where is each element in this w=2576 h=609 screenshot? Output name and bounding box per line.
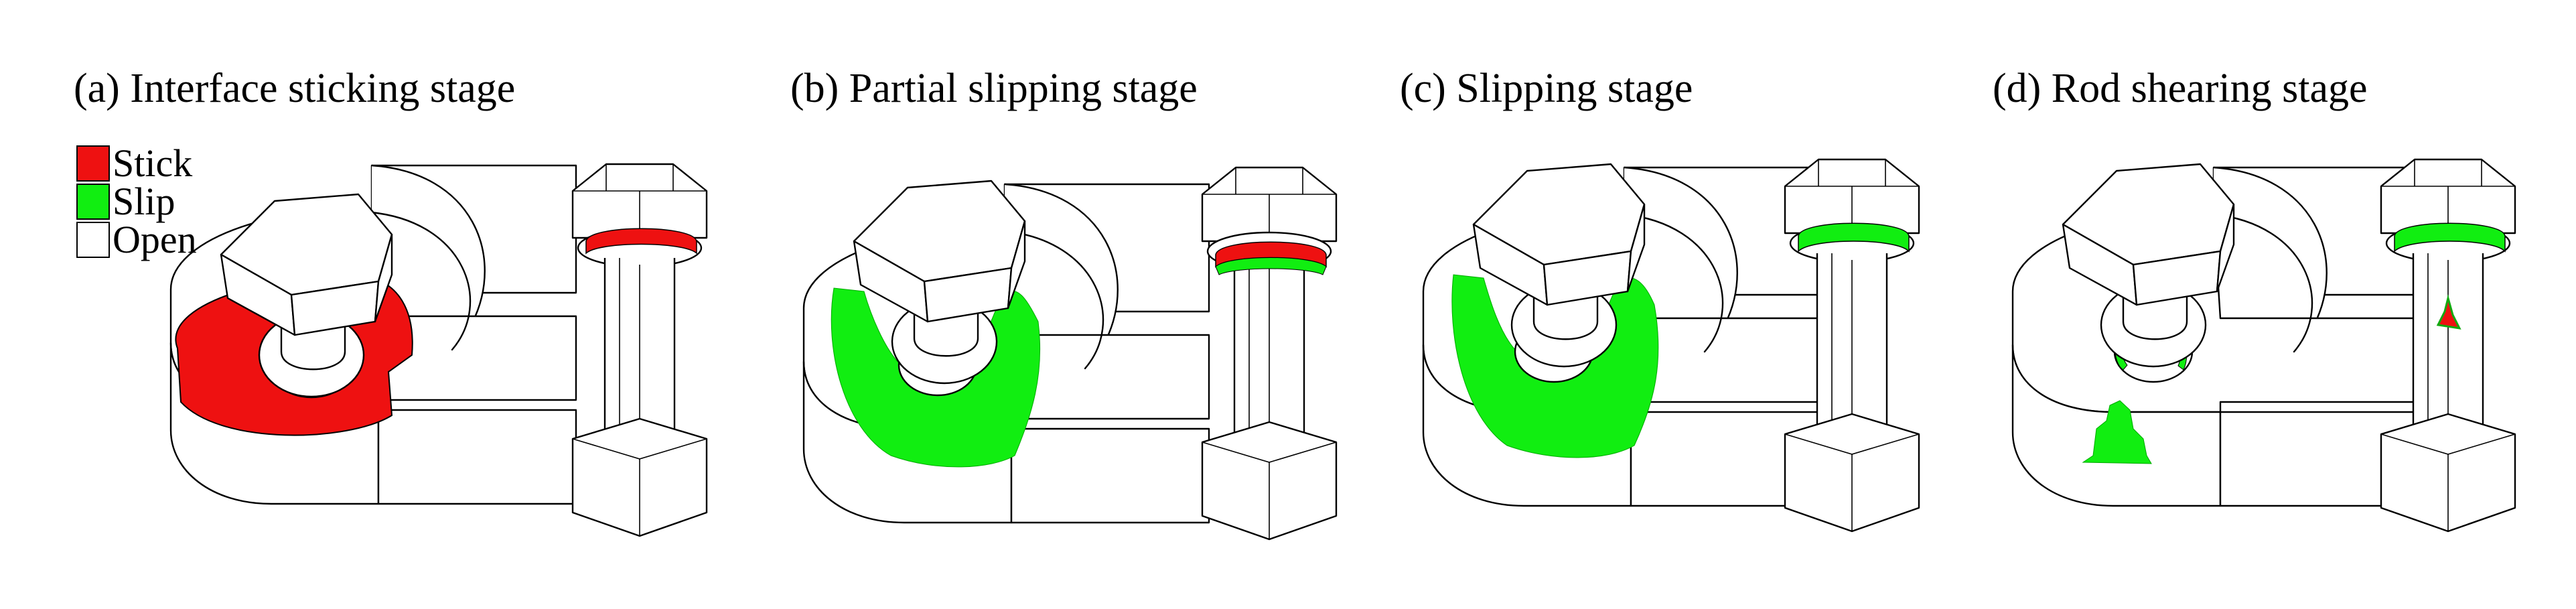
legend-label-stick: Stick <box>113 141 192 185</box>
panel-c-title: (c) Slipping stage <box>1400 66 1693 111</box>
panel-a-bolt <box>571 163 708 537</box>
legend-label-slip: Slip <box>113 180 175 223</box>
panel-d-bolt-slip-ring <box>2394 222 2506 253</box>
panel-c: (c) Slipping stage <box>1400 66 1920 533</box>
panel-d-bolt-shear-spot <box>2436 294 2461 330</box>
panel-c-bolt-slip-ring <box>1798 222 1910 253</box>
panel-d: (d) Rod shearing stage <box>1993 66 2516 533</box>
legend-swatch-stick <box>76 145 110 182</box>
panel-a-bolt-stick-ring <box>585 228 697 255</box>
legend: Stick Slip Open <box>76 141 197 261</box>
panel-d-title: (d) Rod shearing stage <box>1993 66 2368 111</box>
panel-b-title: (b) Partial slipping stage <box>790 66 1198 111</box>
panel-b-bolt <box>1201 166 1338 541</box>
panel-b: (b) Partial slipping stage <box>790 66 1338 541</box>
panel-a: (a) Interface sticking stage Stick Slip … <box>74 66 708 537</box>
legend-swatch-open <box>76 222 110 258</box>
panel-a-title: (a) Interface sticking stage <box>74 66 515 111</box>
panel-b-bolt-slip-ring <box>1215 257 1327 275</box>
legend-label-open: Open <box>113 218 197 261</box>
legend-swatch-slip <box>76 184 110 220</box>
panel-d-plate-slip-patch <box>2082 400 2152 464</box>
